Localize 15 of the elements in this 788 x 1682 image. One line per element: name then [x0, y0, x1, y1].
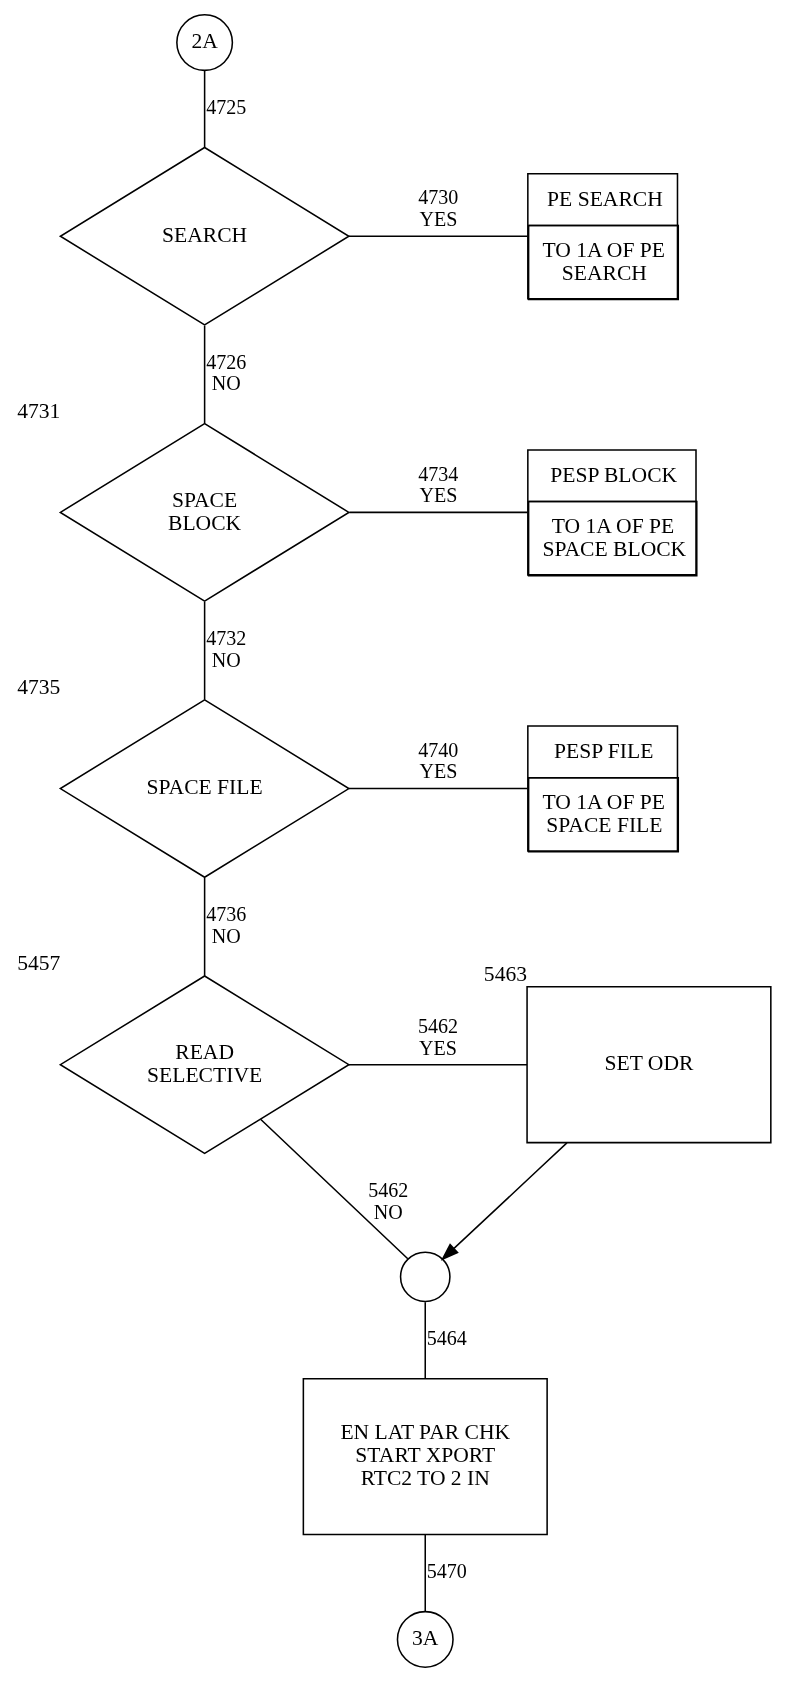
edge-label: 5462 YES: [417, 1014, 459, 1059]
edge-label: 4730 YES: [418, 186, 459, 231]
edge-label: 4732 NO: [206, 626, 247, 671]
edge-label: 4736 NO: [206, 903, 247, 947]
edge-label: 4726 NO: [206, 350, 247, 395]
edge-label: 5464: [426, 1327, 467, 1350]
node-label: 5463: [483, 961, 528, 986]
node-label: 5457: [17, 951, 61, 976]
node-label: 4731: [17, 398, 61, 423]
edge-label: 4725: [206, 96, 247, 119]
node-label: 4735: [17, 674, 61, 699]
edge-label: 4734 YES: [418, 462, 459, 507]
edge-label: 5462 NO: [368, 1179, 409, 1223]
edge-label: 4740 YES: [418, 738, 459, 783]
edge-label: 5470: [426, 1560, 467, 1583]
